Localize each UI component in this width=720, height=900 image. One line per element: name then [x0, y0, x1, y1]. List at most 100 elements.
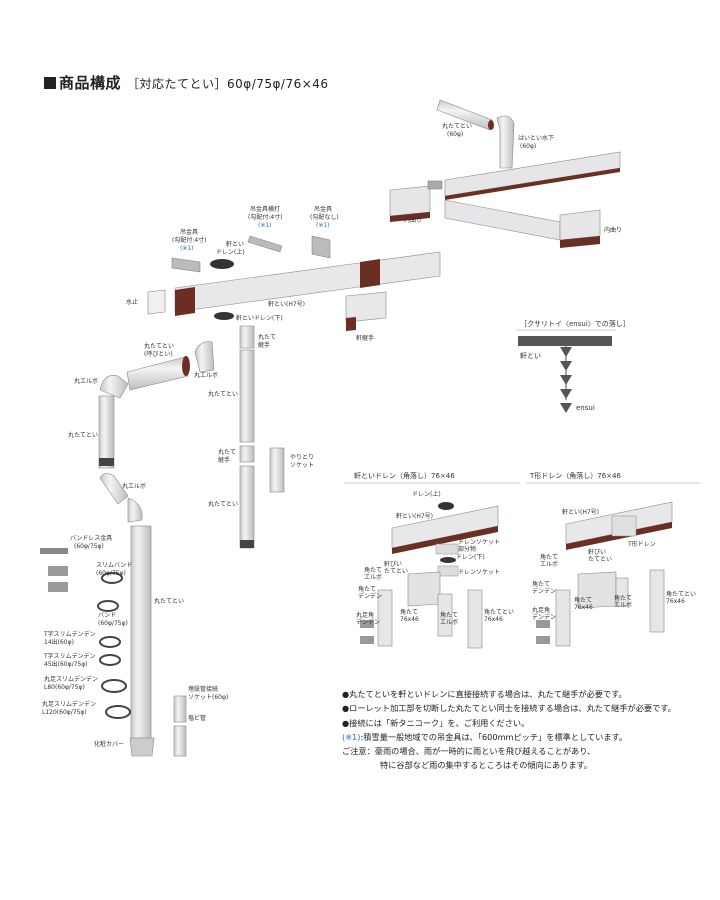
label-d1-hikidoi2: たてとい [384, 568, 408, 575]
label-haitoi-size: (60φ) [520, 143, 536, 150]
label-uchimagari-left: 内曲り [404, 216, 422, 224]
title-square-icon [44, 77, 56, 89]
label-d1-hikidoi: 軒ぴい [384, 560, 402, 568]
note-4-text: :積雪量一般地域での吊金具は、「600mmピッチ」を標準としています。 [360, 731, 628, 742]
label-d1-drain-down: ドレン(下) [456, 554, 485, 561]
label-d1-maruashi: 丸足角 [356, 611, 374, 619]
note-1: ●丸たてといを軒といドレンに直接接続する場合は、丸たて継手が必要です。 [342, 689, 627, 699]
haitoi-pipe [436, 99, 515, 169]
title-sub: ［対応たてとい］60φ/75φ/76×46 [127, 77, 329, 91]
label-d1-drain-socket2: 部分物 [458, 545, 476, 553]
label-maruashi-l80: 丸足スリムデンデン [44, 675, 98, 683]
label-d2-maruashi: 丸足角 [532, 606, 550, 614]
label-d2-kakutate2: 角たてとい [666, 590, 696, 598]
label-t-drain-title: T形ドレン（角落し）76×46 [529, 471, 622, 480]
label-maruashi-l120-size: L120(60φ/75φ) [42, 709, 87, 716]
label-maruashi-l120: 丸足スリムデンデン [42, 700, 96, 708]
label-marutatedoi-long: 丸たてとい [154, 597, 184, 605]
upper-gutter [389, 151, 621, 248]
label-tsurikanagu-yokou-note: (※1) [258, 222, 272, 229]
label-t-slim-14-size: 14出(60φ) [44, 638, 74, 646]
label-tsurikanagu-yokou: 吊金具横打 [250, 205, 280, 213]
label-tsurikanagu-left-note: (※1) [180, 245, 194, 252]
label-d1-drain-socket: ドレンソケット [458, 539, 500, 546]
label-nokidoi-drain-title: 軒といドレン（角落し）76×46 [354, 471, 455, 480]
label-nokidoi-h7: 軒とい(H7号) [268, 300, 305, 308]
label-t-slim-45-size: 45出(60φ/75φ) [44, 660, 88, 668]
label-slim-band: スリムバンド [96, 562, 132, 569]
main-gutter [147, 251, 441, 331]
label-tsurikanagu-right-spec: (勾配なし) [310, 213, 339, 221]
label-d2-t-drain: T形ドレン [627, 540, 656, 548]
label-maruashi-l80-size: L80(60φ/75φ) [44, 684, 85, 691]
caution-line-2: 特に谷部など雨の集中するところはその傾向にあります。 [380, 760, 593, 771]
label-d1-nokidoi: 軒とい(H7号) [396, 512, 433, 520]
label-d1-drain-socket3: ドレンソケット [458, 569, 500, 576]
label-maisetsu-socket2: ソケット(60φ) [188, 694, 228, 701]
label-d2-kaku-elbo: 角たて [540, 553, 558, 561]
kusaritoi-diagram [516, 329, 616, 413]
label-d2-kakutate2-size: 76x46 [666, 598, 685, 605]
label-d1-kakutate-size: 76x46 [400, 616, 419, 623]
label-d2-kaku-denden: 角たて [532, 580, 550, 588]
label-marutatedoi-mid: 丸たてとい [208, 390, 238, 398]
label-kusaritoi-ensui: ensui [576, 404, 595, 412]
label-kusaritoi-title: ［クサリトイ〈ensui〉での落し］ [520, 319, 630, 328]
label-d1-kakutate2: 角たてとい [484, 608, 514, 616]
label-kusaritoi-nokidoi: 軒とい [520, 352, 541, 360]
title-main: 商品構成 [59, 74, 122, 92]
label-marutatedoi-left: 丸たてとい [68, 431, 98, 439]
label-t-slim-14: T字スリムデンデン [43, 630, 96, 638]
label-marutate-tsugite2: 丸たて [218, 448, 236, 456]
label-band-size: (60φ/75φ) [98, 620, 128, 627]
label-tsurikanagu-yokou-spec: (勾配付:4寸) [248, 213, 283, 221]
label-bandless: バンドレス金具 [70, 534, 112, 542]
label-yaritori-socket: やりとり [290, 453, 314, 461]
label-marutatedoi-lower: 丸たてとい [208, 500, 238, 508]
label-nokidoi-drain-down: 軒といドレン(下) [236, 314, 283, 322]
label-marutatedoi-top: 丸たてとい [442, 122, 472, 130]
label-t-slim-45: T字スリムデンデン [43, 652, 96, 660]
label-d1-maruashi2: デンデン [356, 618, 380, 626]
label-d2-kakuelbo2: エルボ [614, 601, 632, 609]
label-maruelbo-lower: 丸エルボ [122, 482, 146, 490]
label-d1-kaku-elbo: 角たて [364, 566, 382, 574]
note-2: ●ローレット加工部を切断した丸たてとい同士を接続する場合は、丸たて継手が必要です… [342, 703, 676, 714]
label-bandless-size: (60φ/75φ) [74, 543, 104, 550]
page-title: 商品構成 ［対応たてとい］60φ/75φ/76×46 [44, 72, 329, 93]
label-d2-kakutate-size: 76x46 [574, 604, 593, 611]
label-maruelbo-top: 丸エルボ [194, 371, 218, 379]
bracket-parts [40, 548, 131, 719]
label-enbi-kan: 塩ビ管 [188, 714, 206, 722]
label-nokidoi-drain-up: 軒とい [226, 240, 244, 248]
label-d2-kakuelbo: 角たて [614, 594, 632, 602]
label-marutatedoi-hikidoi2: (呼びとい) [144, 350, 173, 358]
label-d1-kaku-elbo2: エルボ [364, 573, 382, 581]
label-d2-maruashi2: デンデン [532, 613, 556, 621]
label-band: バンド [98, 612, 116, 619]
label-nokidoi-drain-up2: ドレン(上) [216, 248, 245, 256]
label-d2-hikidoi: 軒ぴい [588, 548, 606, 556]
label-d1-kakuelbo2b: エルボ [440, 618, 458, 626]
label-maisetsu-socket: 埋設管接続 [188, 685, 218, 693]
label-d1-kakutate2-size: 76x46 [484, 616, 503, 623]
label-nokitsugite: 軒継手 [356, 334, 374, 342]
label-tsurikanagu-left: 吊金具 [180, 228, 198, 236]
label-tsurikanagu-right: 吊金具 [314, 205, 332, 213]
label-marutate-tsugite1b: 継手 [258, 341, 270, 349]
label-marutate-tsugite1: 丸たて [258, 333, 276, 341]
label-d2-kaku-denden2: デンデン [532, 587, 556, 595]
label-d2-hikidoi2: たてとい [588, 556, 612, 563]
label-mizudome: 水止 [126, 298, 138, 306]
label-d1-kaku-denden: 角たて [358, 585, 376, 593]
downpipe-system [98, 325, 285, 757]
notes-block: ●丸たてといを軒といドレンに直接接続する場合は、丸たて継手が必要です。 ●ローレ… [342, 687, 712, 773]
note-4-mark: (※1) [342, 731, 361, 742]
label-marutatedoi-top-size: (60φ) [447, 131, 463, 138]
label-yaritori-socket2: ソケット [290, 462, 314, 469]
label-marutate-tsugite2b: 継手 [218, 456, 230, 464]
label-d1-kakuelbo2: 角たて [440, 611, 458, 619]
label-tsurikanagu-left-spec: (勾配付:4寸) [172, 236, 207, 244]
note-3: ●接続には「新タニコーク」を、ご利用ください。 [342, 717, 530, 728]
label-haitoi: はいとい水下 [518, 134, 554, 142]
